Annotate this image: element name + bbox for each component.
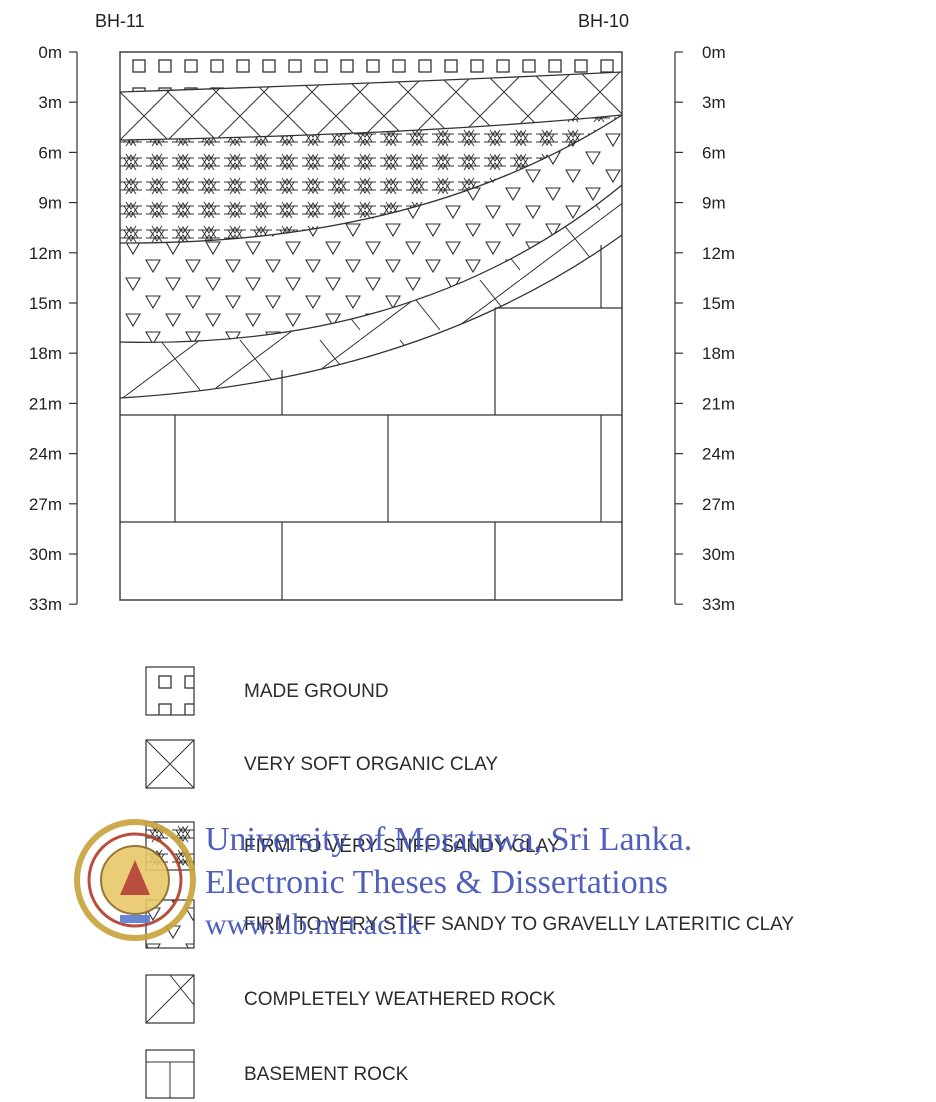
- legend-label: MADE GROUND: [244, 681, 389, 702]
- depth-label: 15m: [702, 294, 735, 313]
- legend-label: BASEMENT ROCK: [244, 1064, 409, 1085]
- depth-label: 12m: [702, 244, 735, 263]
- layer-lateritic-clay: [120, 115, 622, 343]
- watermark-line-2: Electronic Theses & Dissertations: [205, 864, 668, 901]
- depth-label: 0m: [38, 43, 62, 62]
- depth-label: 33m: [29, 595, 62, 614]
- legend-item-weathered-rock: COMPLETELY WEATHERED ROCK: [145, 974, 556, 1024]
- layer-completely-weathered-rock: [120, 185, 622, 398]
- layer-made-ground: [120, 52, 622, 92]
- depth-label: 33m: [702, 595, 735, 614]
- soil-profile: [120, 52, 622, 600]
- basement-rock-joints: [120, 245, 622, 600]
- legend-item-basement-rock: BASEMENT ROCK: [145, 1049, 409, 1099]
- depth-label: 24m: [29, 445, 62, 464]
- legend-hatch: [145, 974, 195, 1024]
- borehole-label-left: BH-11: [95, 11, 145, 31]
- university-watermark: University of Moratuwa, Sri Lanka. Elect…: [74, 819, 692, 941]
- depth-axis-right: 0m 3m 6m 9m 12m 15m 18m 21m 24m 27m 30m 33m: [674, 43, 735, 614]
- legend-label: COMPLETELY WEATHERED ROCK: [244, 989, 556, 1010]
- depth-label: 30m: [29, 545, 62, 564]
- depth-label: 30m: [702, 545, 735, 564]
- legend-hatch: [145, 739, 195, 789]
- depth-label: 6m: [702, 143, 726, 162]
- borehole-label-right: BH-10: [578, 11, 629, 31]
- depth-label: 27m: [29, 495, 62, 514]
- legend-swatch-made-ground: [145, 666, 195, 716]
- depth-label: 3m: [702, 93, 726, 112]
- depth-label: 15m: [29, 294, 62, 313]
- depth-label: 0m: [702, 43, 726, 62]
- legend-label: VERY SOFT ORGANIC CLAY: [244, 754, 498, 775]
- layer-sandy-clay: [120, 115, 622, 244]
- layer-boundaries: [120, 71, 622, 399]
- depth-label: 18m: [29, 344, 62, 363]
- depth-label: 6m: [38, 143, 62, 162]
- depth-label: 18m: [702, 344, 735, 363]
- layer-organic-clay: [120, 72, 622, 140]
- legend: MADE GROUND VERY SOFT ORGANIC CLAY FIRM …: [145, 666, 794, 1099]
- legend-item-organic-clay: VERY SOFT ORGANIC CLAY: [145, 739, 498, 789]
- watermark-line-1: University of Moratuwa, Sri Lanka.: [205, 821, 692, 858]
- legend-item-made-ground: MADE GROUND: [145, 666, 389, 716]
- depth-label: 9m: [38, 194, 62, 213]
- depth-label: 21m: [702, 394, 735, 413]
- legend-item-sandy-clay: FIRM TO VERY STIFF SANDY CLAY: [145, 821, 560, 871]
- watermark-line-3: www.lib.mrt.ac.lk: [205, 908, 421, 941]
- profile-frame: [119, 51, 623, 601]
- depth-label: 21m: [29, 394, 62, 413]
- legend-label: FIRM TO VERY STIFF SANDY TO GRAVELLY LAT…: [244, 914, 794, 935]
- depth-label: 9m: [702, 194, 726, 213]
- depth-label: 12m: [29, 244, 62, 263]
- depth-axis-left: 0m 3m 6m 9m 12m 15m 18m 21m 24m 27m 30m 33m: [29, 43, 78, 614]
- legend-label: FIRM TO VERY STIFF SANDY CLAY: [244, 836, 560, 857]
- university-seal-icon: [74, 819, 196, 941]
- depth-label: 24m: [702, 445, 735, 464]
- depth-label: 3m: [38, 93, 62, 112]
- depth-label: 27m: [702, 495, 735, 514]
- legend-hatch: [146, 1061, 194, 1098]
